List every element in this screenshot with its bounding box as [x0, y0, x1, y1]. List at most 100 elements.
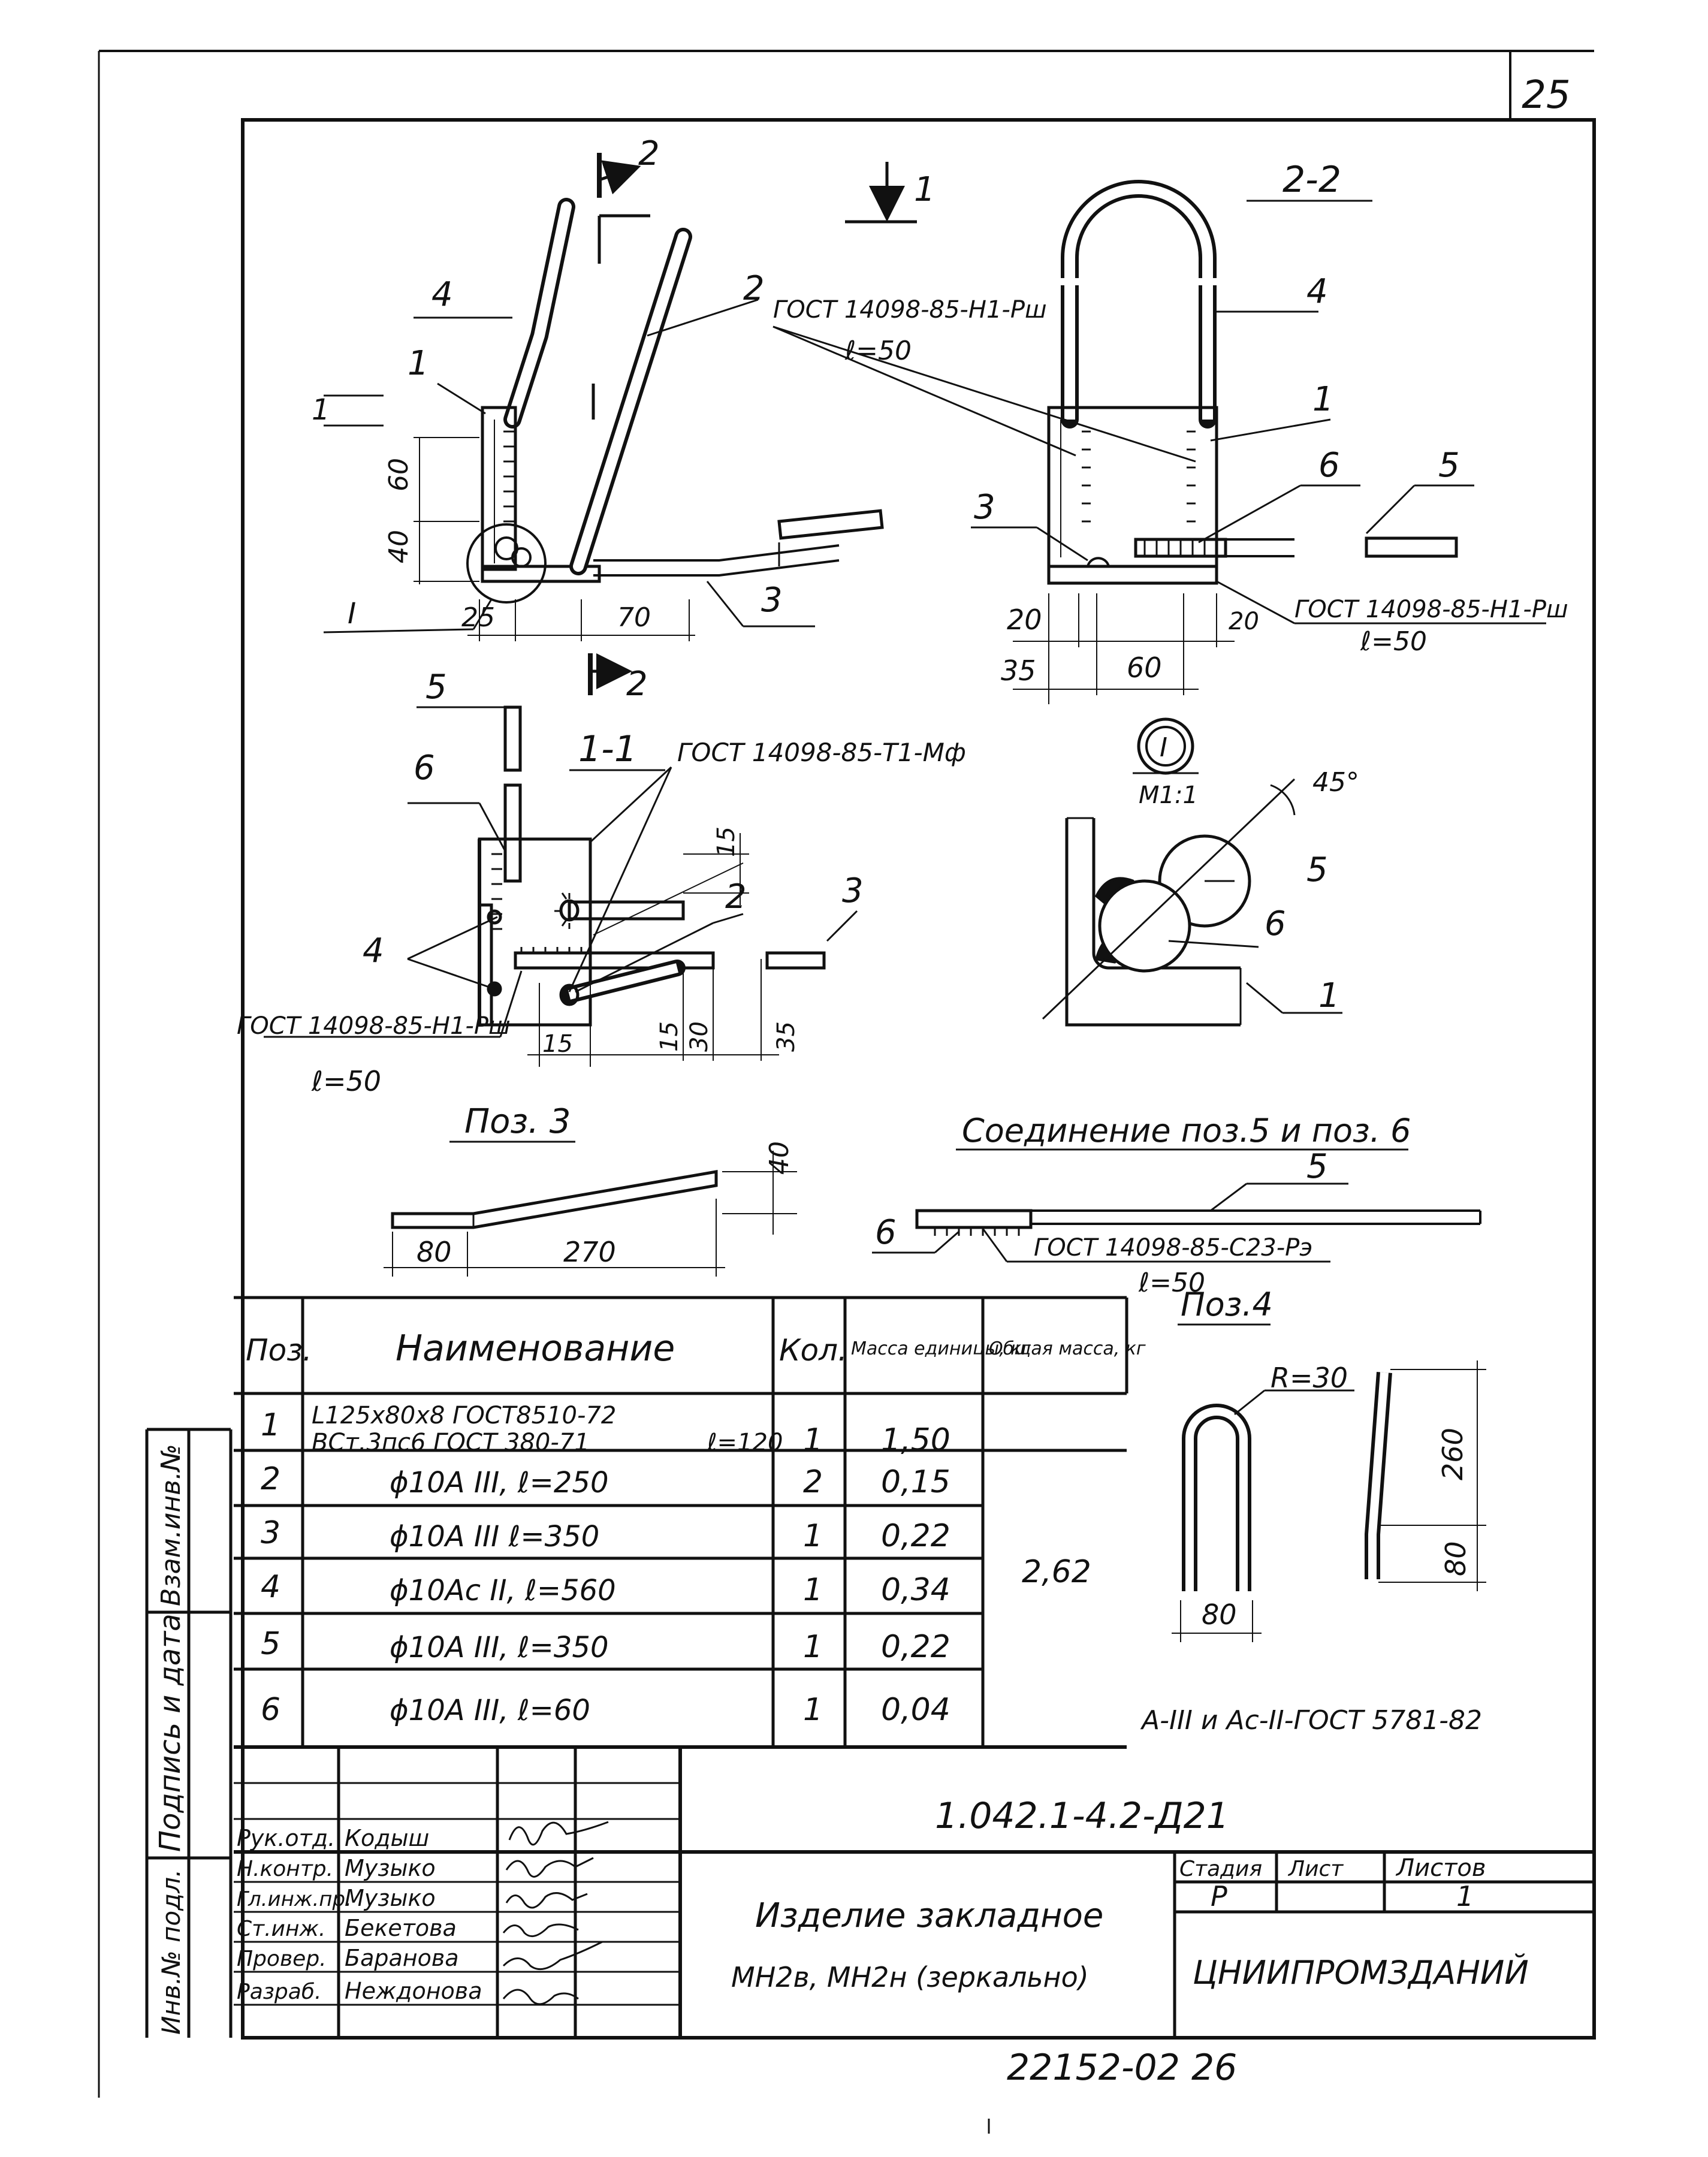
joint-pos-5: 5 [1306, 1147, 1328, 1186]
joint-5-6-title: Соединение поз.5 и поз. 6 [962, 1112, 1411, 1150]
pos4-title: Поз.4 [1181, 1286, 1273, 1323]
pos4-steel-note: А-III и Ас-II-ГОСТ 5781-82 [1140, 1705, 1482, 1736]
detail-I [1042, 717, 1342, 1027]
s22-pos-3: 3 [974, 488, 995, 527]
row4-name: ϕ10Ас II, ℓ=560 [390, 1574, 616, 1607]
name-6: Неждонова [345, 1978, 482, 2004]
row4-qty: 1 [803, 1572, 823, 1608]
pos4-labels: Поз.4 R=30 260 80 80 А-III и Ас-II-ГОСТ … [1140, 1286, 1482, 1736]
pos3-dim-80: 80 [417, 1236, 452, 1268]
role-5: Провер. [237, 1947, 327, 1971]
s11-dim-15-mid: 15 [656, 1021, 683, 1052]
pos4-dim-80h: 80 [1202, 1598, 1237, 1631]
s11-weld-note-top: ГОСТ 14098-85-Т1-Мф [677, 738, 966, 767]
s22-pos-1: 1 [1312, 380, 1334, 419]
stage-value: Р [1211, 1880, 1227, 1912]
main-view [323, 153, 917, 695]
view-marker-1: 1 [312, 393, 330, 427]
s11-dim-15-top: 15 [713, 826, 740, 857]
dim-70: 70 [617, 602, 651, 633]
row5-mass: 0,22 [881, 1629, 950, 1665]
organization: ЦНИИПРОМЗДАНИЙ [1193, 1954, 1529, 1992]
section-1-1-title: 1-1 [578, 728, 637, 770]
role-3: Гл.инж.пр. [237, 1887, 352, 1911]
row6-pos: 6 [261, 1692, 280, 1728]
th-unit-mass: Масса единицы, кг [851, 1338, 1031, 1359]
pos4-dim-80v: 80 [1440, 1541, 1472, 1576]
pos-1-label: 1 [408, 344, 429, 383]
row5-qty: 1 [803, 1629, 823, 1665]
s11-weld-len: ℓ=50 [311, 1065, 381, 1097]
item-name-line2: МН2в, МН2н (зеркально) [731, 1961, 1089, 1993]
section-mark-bottom: 2 [626, 665, 648, 704]
spec-table [234, 1296, 1128, 1749]
pos3-view [384, 1141, 797, 1277]
s22-pos-5: 5 [1438, 446, 1460, 485]
row6-qty: 1 [803, 1692, 823, 1728]
row1-name-1: L125x80x8 ГОСТ8510-72 [312, 1402, 616, 1429]
s11-dim-35: 35 [772, 1021, 800, 1052]
pos-3-label: 3 [761, 581, 783, 620]
pos-2-label: 2 [743, 269, 765, 308]
s11-pos-2: 2 [725, 877, 747, 916]
joint-pos-6: 6 [875, 1213, 897, 1252]
row2-mass: 0,15 [881, 1464, 950, 1500]
row3-mass: 0,22 [881, 1518, 950, 1554]
row1-length: ℓ=120 [707, 1429, 783, 1456]
sheet-number: 25 [1522, 73, 1570, 117]
name-4: Бекетова [345, 1915, 457, 1941]
detail-I-angle: 45° [1312, 767, 1359, 798]
s11-weld-note-bottom: ГОСТ 14098-85-Н1-Рш [237, 1012, 511, 1040]
stamp-vzam-inv: Взам.инв.№ [156, 1444, 186, 1606]
s22-weld-len: ℓ=50 [1360, 626, 1427, 657]
side-stamp [145, 1428, 233, 2038]
s11-dim-30: 30 [686, 1021, 713, 1052]
drawing-code: 1.042.1-4.2-Д21 [935, 1795, 1229, 1837]
row1-qty: 1 [803, 1422, 823, 1458]
joint-5-6-labels: Соединение поз.5 и поз. 6 5 6 ГОСТ 14098… [875, 1112, 1411, 1298]
pos4-view [1172, 1323, 1486, 1642]
section-2-2-title: 2-2 [1282, 159, 1341, 201]
role-2: Н.контр. [237, 1857, 333, 1881]
signatures [502, 1821, 609, 2005]
pos3-title: Поз. 3 [464, 1102, 571, 1141]
s22-pos-4: 4 [1306, 272, 1328, 311]
spec-table-text: Поз. Наименование Кол. Масса единицы, кг… [246, 1328, 1146, 1728]
row2-pos: 2 [261, 1461, 280, 1497]
item-name-line1: Изделие закладное [755, 1896, 1103, 1935]
name-3: Музыко [345, 1885, 436, 1911]
title-block [234, 1747, 1594, 2038]
s22-dim-20a: 20 [1007, 604, 1042, 636]
detail-I-scale: М1:1 [1139, 782, 1198, 809]
s11-pos-6: 6 [414, 749, 435, 788]
row6-mass: 0,04 [881, 1692, 950, 1728]
section-1-mark: 1 [914, 170, 936, 209]
sheets-value: 1 [1456, 1880, 1474, 1912]
title-block-text: 1.042.1-4.2-Д21 Изделие закладное МН2в, … [237, 1795, 1529, 2004]
detail-I-mark: I [1160, 732, 1167, 763]
dim-60: 60 [384, 458, 414, 491]
s22-dim-60: 60 [1127, 651, 1162, 684]
footer-number: 22152-02 26 [1007, 2047, 1237, 2089]
main-view-labels: 2 1 4 1 1 2 ГОСТ 14098-85-Н1-Рш ℓ=50 3 I… [312, 134, 1047, 704]
pos3-dim-270: 270 [563, 1236, 616, 1268]
s22-weld-note: ГОСТ 14098-85-Н1-Рш [1294, 596, 1568, 623]
s11-pos-5: 5 [426, 668, 447, 707]
detail-I-pos-5: 5 [1306, 850, 1328, 889]
total-mass: 2,62 [1022, 1554, 1091, 1590]
row3-name: ϕ10А III ℓ=350 [390, 1520, 599, 1553]
s22-pos-6: 6 [1318, 446, 1340, 485]
joint-weld-len: ℓ=50 [1138, 1268, 1205, 1298]
s11-pos-4: 4 [363, 931, 384, 970]
stamp-inv-podl: Инв.№ подл. [156, 1869, 186, 2035]
joint-weld-note: ГОСТ 14098-85-С23-Рэ [1034, 1234, 1312, 1262]
name-2: Музыко [345, 1855, 436, 1881]
section-mark-top: 2 [638, 134, 660, 173]
weld-note-main: ГОСТ 14098-85-Н1-Рш [773, 296, 1047, 324]
section-2-2 [772, 180, 1546, 704]
row4-mass: 0,34 [881, 1572, 950, 1608]
row2-name: ϕ10А III, ℓ=250 [390, 1466, 608, 1500]
th-total-mass: Общая масса, кг [989, 1338, 1146, 1359]
section-1-1 [264, 705, 858, 1067]
pos3-labels: Поз. 3 80 270 40 [417, 1102, 795, 1268]
